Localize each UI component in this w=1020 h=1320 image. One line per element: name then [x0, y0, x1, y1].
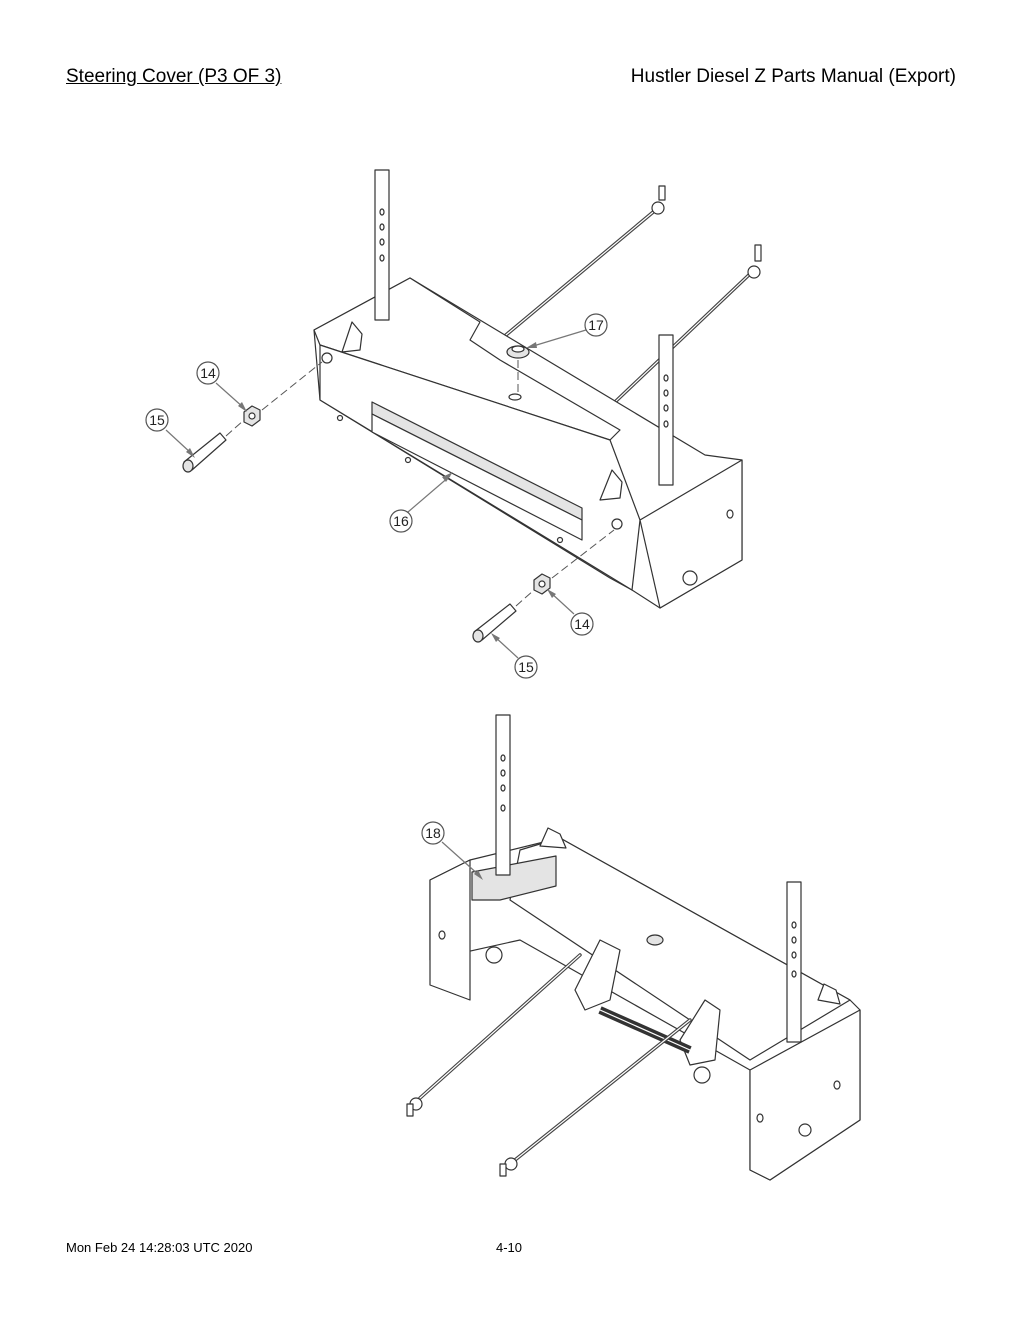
spacer-part-left [182, 419, 245, 473]
page-number: 4-10 [496, 1240, 523, 1255]
steering-post-left-top [374, 169, 390, 321]
manual-title: Hustler Diesel Z Parts Manual (Export) [630, 66, 956, 87]
steering-post-left-bottom [495, 714, 511, 876]
callout-17: 17 [526, 313, 608, 348]
tie-rod-rear-left [480, 185, 666, 357]
callout-14-top: 14 [196, 361, 247, 412]
steering-frame-bottom [429, 827, 861, 1181]
tie-rod-front-left [406, 953, 582, 1117]
callout-label: 15 [149, 412, 165, 428]
callout-label: 17 [588, 317, 604, 333]
tie-rod-front-right [499, 1018, 692, 1177]
steering-frame-top [313, 277, 743, 609]
callout-label: 14 [574, 616, 590, 632]
steering-post-right-bottom [786, 881, 802, 1043]
callout-label: 18 [425, 825, 441, 841]
grommet-part [506, 345, 530, 392]
tie-rod-rear-right [594, 244, 762, 422]
spacer-part-right [472, 589, 535, 643]
callout-18: 18 [421, 821, 483, 880]
callout-14-bottom: 14 [547, 589, 594, 636]
steering-post-right-top [658, 334, 674, 486]
callout-label: 16 [393, 513, 409, 529]
nut-part-left [243, 361, 323, 427]
footer-timestamp: Mon Feb 24 14:28:03 UTC 2020 [66, 1240, 253, 1255]
top-assembly [182, 169, 762, 643]
callout-label: 14 [200, 365, 216, 381]
section-title: Steering Cover (P3 OF 3) [66, 66, 282, 87]
bottom-assembly [406, 714, 861, 1181]
callout-15-bottom: 15 [491, 633, 538, 679]
callout-15-top: 15 [145, 408, 195, 458]
callout-16: 16 [389, 472, 453, 533]
callout-label: 15 [518, 659, 534, 675]
